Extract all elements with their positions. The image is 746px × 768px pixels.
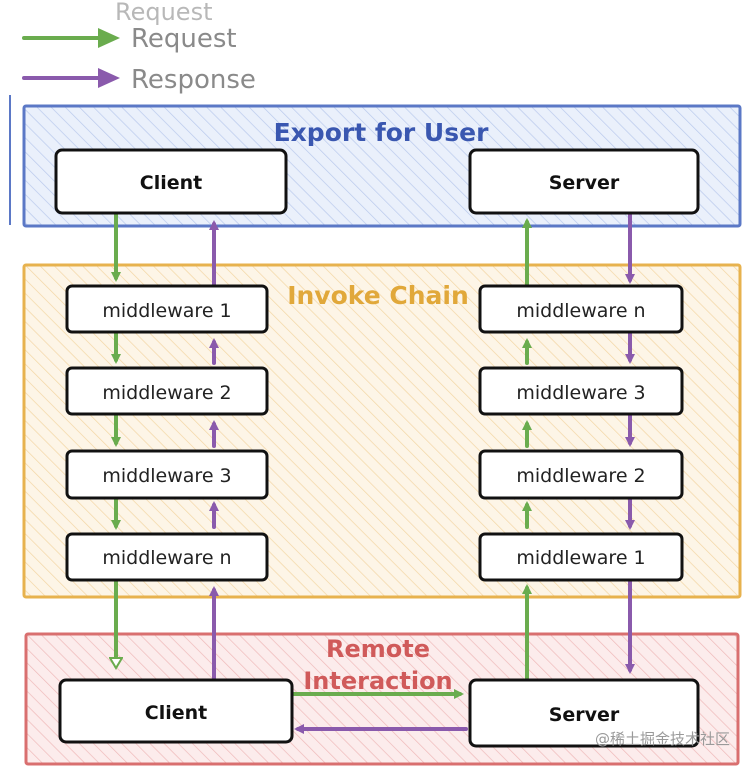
client-middleware-box: middleware 3 <box>65 449 269 500</box>
bottom-client-label: Client <box>145 702 207 724</box>
top-server-label: Server <box>549 172 620 194</box>
watermark: @稀土掘金技术社区 <box>595 730 730 748</box>
legend-request: Request <box>22 24 237 54</box>
client-middleware-label: middleware 1 <box>102 300 231 322</box>
legend-request-label: Request <box>131 24 237 54</box>
server-middleware-label: middleware n <box>516 300 645 322</box>
client-middleware-box: middleware n <box>65 532 269 582</box>
client-middleware-label: middleware 3 <box>102 465 231 487</box>
bottom-server-label: Server <box>549 704 620 726</box>
server-middleware-label: middleware 1 <box>516 547 645 569</box>
zone-remote-title-line1: Remote <box>326 635 430 663</box>
response-arrow-icon <box>98 68 120 88</box>
request-arrow-icon <box>98 28 120 48</box>
client-chain: middleware 1 middleware 2 middleware 3 m… <box>65 284 269 582</box>
top-client-label: Client <box>140 172 202 194</box>
client-middleware-label: middleware 2 <box>102 382 231 404</box>
top-client-box: Client <box>54 148 288 215</box>
legend-ghost-text: Request <box>115 0 213 26</box>
server-middleware-label: middleware 2 <box>516 465 645 487</box>
server-chain: middleware n middleware 3 middleware 2 m… <box>478 284 684 582</box>
client-middleware-box: middleware 2 <box>65 366 269 416</box>
server-middleware-box: middleware n <box>478 284 684 334</box>
client-middleware-box: middleware 1 <box>65 284 269 334</box>
top-server-box: Server <box>468 148 700 215</box>
legend: Request Response <box>22 24 256 95</box>
server-middleware-box: middleware 1 <box>478 532 684 582</box>
zone-export-title: Export for User <box>274 118 489 147</box>
bottom-server-box: Server <box>468 678 700 748</box>
zone-invoke: Invoke Chain <box>22 263 742 599</box>
bottom-client-box: Client <box>58 678 294 744</box>
client-middleware-label: middleware n <box>102 547 231 569</box>
server-middleware-label: middleware 3 <box>516 382 645 404</box>
server-middleware-box: middleware 3 <box>478 366 684 416</box>
legend-response-label: Response <box>131 65 256 95</box>
server-middleware-box: middleware 2 <box>478 449 684 500</box>
zone-remote-title-line2: Interaction <box>303 667 452 695</box>
zone-invoke-title: Invoke Chain <box>287 281 469 310</box>
legend-response: Response <box>22 65 256 95</box>
